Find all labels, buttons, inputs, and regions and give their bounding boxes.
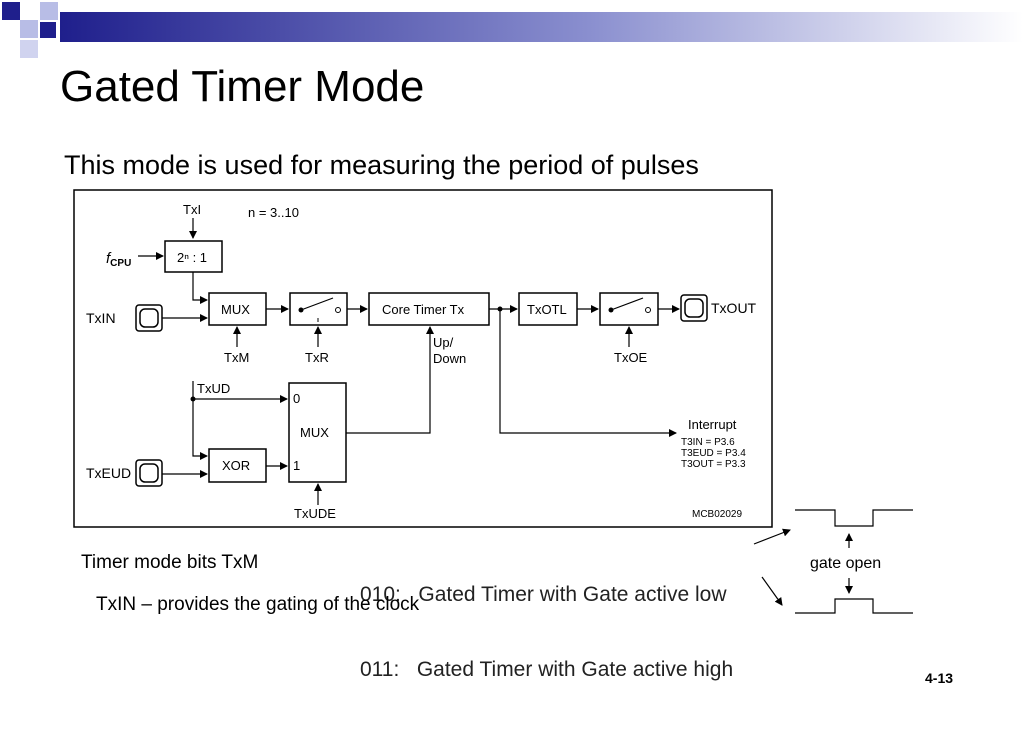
header-square-4 <box>20 40 38 58</box>
pin-map-2: T3EUD = P3.4 <box>681 448 746 459</box>
mode-010-line: 010: Gated Timer with Gate active low <box>360 583 727 606</box>
down-label: Down <box>433 351 466 366</box>
txud-label: TxUD <box>197 381 230 396</box>
n-range-label: n = 3..10 <box>248 205 299 220</box>
timer-block-diagram: TxI n = 3..10 fCPU 2ⁿ : 1 TxIN MUX TxM <box>73 189 913 614</box>
txin-pin-label: TxIN <box>86 310 116 326</box>
gate-open-label: gate open <box>810 555 882 572</box>
slide-title: Gated Timer Mode <box>60 62 425 111</box>
txoe-switch-icon <box>608 297 651 313</box>
txr-label: TxR <box>305 350 329 365</box>
xor-box <box>208 448 267 483</box>
txin-note: TxIN – provides the gating of the clock <box>96 594 420 615</box>
txude-label: TxUDE <box>294 506 336 521</box>
figure-id: MCB02029 <box>692 509 742 520</box>
mode-bits-caption: Timer mode bits TxM <box>81 552 259 573</box>
header-bar <box>60 12 1023 42</box>
mux-bottom-label: MUX <box>300 425 329 440</box>
txeud-pin-label: TxEUD <box>86 465 131 481</box>
header-square-3 <box>40 2 58 20</box>
slide-subtitle: This mode is used for measuring the peri… <box>64 150 699 180</box>
header-decoration <box>2 2 1023 58</box>
waveform-active-high <box>795 598 913 614</box>
prescaler-box <box>164 240 223 273</box>
txotl-box <box>518 292 578 326</box>
txr-switch-icon <box>298 297 341 322</box>
mux-in1-label: 1 <box>293 458 300 473</box>
prescaler-label: 2ⁿ : 1 <box>177 250 207 265</box>
xor-label: XOR <box>222 458 250 473</box>
mux-top-box <box>208 292 267 326</box>
pin-map-3: T3OUT = P3.3 <box>681 459 746 470</box>
txm-label: TxM <box>224 350 249 365</box>
pin-map-1: T3IN = P3.6 <box>681 437 735 448</box>
header-square-5 <box>40 22 56 38</box>
mode-011-line: 011: Gated Timer with Gate active high <box>360 658 734 681</box>
core-timer-box <box>368 292 490 326</box>
header-square-1 <box>2 2 20 20</box>
txotl-label: TxOTL <box>527 302 567 317</box>
slide: Gated Timer Mode This mode is used for m… <box>2 2 1023 686</box>
txi-label: TxI <box>183 202 201 217</box>
diagram-frame <box>73 189 773 528</box>
header-square-2 <box>20 20 38 38</box>
mux-bottom-box <box>288 382 347 483</box>
core-timer-label: Core Timer Tx <box>382 302 465 317</box>
page-number: 4-13 <box>925 670 954 686</box>
txout-pin-label: TxOUT <box>711 300 757 316</box>
fcpu-label: fCPU <box>106 250 131 269</box>
up-label: Up/ <box>433 335 454 350</box>
mode-list: 010: Gated Timer with Gate active low 01… <box>360 532 733 732</box>
mux-top-label: MUX <box>221 302 250 317</box>
txoe-label: TxOE <box>614 350 648 365</box>
mux-in0-label: 0 <box>293 391 300 406</box>
waveform-active-low <box>795 509 913 527</box>
interrupt-label: Interrupt <box>688 417 737 432</box>
